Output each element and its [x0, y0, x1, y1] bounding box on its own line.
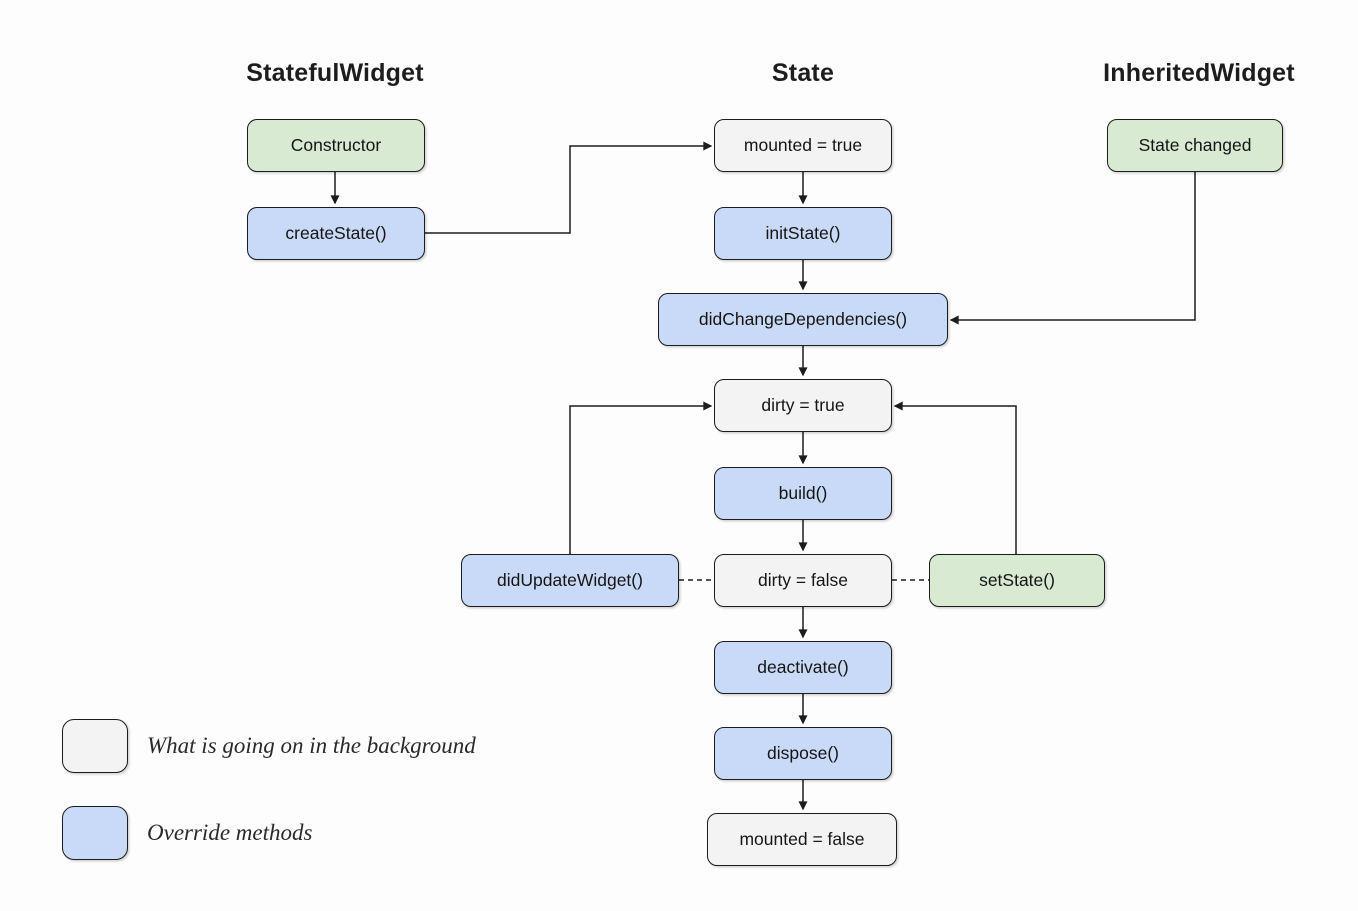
node-did-change-dependencies: didChangeDependencies() — [658, 293, 948, 346]
node-dirty-true: dirty = true — [714, 379, 892, 432]
node-did-update-widget: didUpdateWidget() — [461, 554, 679, 607]
node-create-state: createState() — [247, 207, 425, 260]
node-dirty-false: dirty = false — [714, 554, 892, 607]
legend-swatch-background — [62, 719, 128, 773]
column-header-state: State — [771, 59, 835, 87]
column-header-inheritedwidget: InheritedWidget — [1103, 59, 1295, 87]
edge-createstate-to-mountedtrue — [425, 141, 713, 234]
edge-setstate-to-dirtytrue — [893, 401, 1017, 554]
node-build: build() — [714, 467, 892, 520]
node-state-changed: State changed — [1107, 119, 1283, 172]
legend-swatch-override — [62, 806, 128, 860]
column-header-statefulwidget: StatefulWidget — [246, 59, 424, 87]
node-deactivate: deactivate() — [714, 641, 892, 694]
legend-label-background: What is going on in the background — [147, 733, 476, 758]
node-init-state: initState() — [714, 207, 892, 260]
edge-didupdatewidget-to-dirtytrue — [569, 401, 713, 554]
node-constructor: Constructor — [247, 119, 425, 172]
node-dispose: dispose() — [714, 727, 892, 780]
node-mounted-true: mounted = true — [714, 119, 892, 172]
node-set-state: setState() — [929, 554, 1105, 607]
node-mounted-false: mounted = false — [707, 813, 897, 866]
edge-statechanged-to-didchangedependencies — [949, 172, 1196, 325]
legend-label-override: Override methods — [147, 820, 313, 845]
